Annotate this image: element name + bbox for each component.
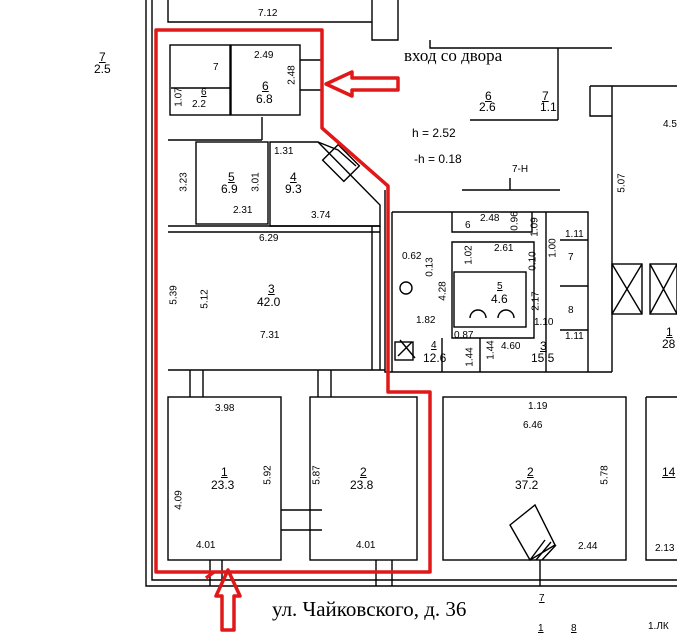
room-7-number: 7 [213, 62, 219, 73]
dim: 0.13 [424, 257, 436, 277]
dim: 3.01 [250, 172, 262, 192]
dim: 1.11 [565, 331, 584, 342]
dim: 5.12 [199, 289, 211, 309]
dim: 2.61 [494, 243, 514, 254]
dim: 4.01 [356, 540, 376, 551]
dim: 4.60 [501, 341, 521, 352]
dim: 8 [571, 623, 577, 634]
dim: 4.01 [196, 540, 216, 551]
room-3-area: 42.0 [257, 295, 281, 309]
room-b6-number: 6 [465, 220, 471, 231]
dim: 1.82 [416, 315, 436, 326]
room-b5-area: 4.6 [491, 292, 508, 306]
room-1-number: 1 [221, 465, 228, 479]
dim: 1.07 [173, 87, 185, 107]
walls [145, 0, 677, 587]
dim: 2.44 [578, 541, 598, 552]
room-b4-number: 4 [431, 340, 437, 351]
yard-7-area: 1.1 [540, 100, 557, 114]
yard-6-number: 6 [485, 89, 492, 103]
dim: 5.07 [616, 173, 628, 193]
dim: 5.87 [311, 465, 323, 485]
east-1-area: 28 [662, 337, 676, 351]
street-arrow [214, 568, 242, 632]
dim: 2.49 [254, 50, 274, 61]
dim: 1.44 [485, 340, 497, 360]
room-4-number: 4 [290, 170, 297, 184]
access-route [154, 28, 432, 580]
dim: 1.ЛК [648, 621, 669, 632]
dim: 6.29 [259, 233, 279, 244]
dim: 0.96 [509, 211, 521, 231]
dim: 0.87 [454, 330, 474, 341]
yard-7-number: 7 [542, 89, 549, 103]
room-6b-number: 6 [201, 87, 207, 98]
height-note: h = 2.52 [412, 126, 456, 140]
depth-note: -h = 0.18 [414, 152, 462, 166]
dim: 5.39 [168, 285, 180, 305]
east-1-number: 1 [666, 325, 673, 339]
dim: 1.11 [565, 229, 584, 240]
room-6b-area: 2.2 [192, 99, 206, 110]
left-7-area: 2.5 [94, 62, 111, 76]
room-5-area: 6.9 [221, 182, 238, 196]
dim: 0.62 [402, 251, 422, 262]
dim: 1.02 [463, 245, 475, 265]
room-6-area: 6.8 [256, 92, 273, 106]
dim: 1 [538, 623, 544, 634]
room-b5-number: 5 [497, 281, 503, 292]
dim: 7.31 [260, 330, 280, 341]
entrance-label: вход со двора [404, 46, 503, 65]
dim: 1.10 [534, 317, 554, 328]
dim: 1.00 [547, 238, 559, 258]
room-1-area: 23.3 [211, 478, 235, 492]
dim: 3.98 [215, 403, 235, 414]
dim: 2.48 [480, 213, 500, 224]
dim: 7 [539, 593, 545, 604]
dim: 4.09 [173, 490, 185, 510]
room-2-area: 23.8 [350, 478, 374, 492]
dim: 1.44 [464, 347, 476, 367]
dim: 3.23 [178, 172, 190, 192]
dim: 5.92 [262, 465, 274, 485]
room-3-number: 3 [268, 282, 275, 296]
room-b8-number: 8 [568, 305, 574, 316]
dim: 2.17 [530, 291, 542, 311]
dim: 4.28 [437, 281, 449, 301]
dim: 0.10 [527, 251, 539, 271]
dim: 1.09 [529, 217, 541, 237]
entrance-arrow [324, 70, 400, 98]
left-7-number: 7 [99, 50, 106, 64]
east-14-number: 14 [662, 465, 676, 479]
stair-label: 7-Н [512, 164, 529, 175]
dim: 1.19 [528, 401, 548, 412]
room-4-area: 9.3 [285, 182, 302, 196]
room-b3-number: 3 [540, 339, 547, 353]
room-b4-area: 12.6 [423, 351, 447, 365]
dim: 2.48 [286, 65, 298, 85]
dim: 1.31 [274, 146, 294, 157]
room-6-number: 6 [262, 79, 269, 93]
room-b2-area: 37.2 [515, 478, 539, 492]
dim: 2.31 [233, 205, 253, 216]
dim: 4.5 [663, 119, 677, 130]
room-b7-number: 7 [568, 252, 574, 263]
dim: 6.46 [523, 420, 543, 431]
room-b3-area: 15.5 [531, 351, 555, 365]
room-5-number: 5 [228, 170, 235, 184]
dim: 5.78 [599, 465, 611, 485]
room-2-number: 2 [360, 465, 367, 479]
yard-6-area: 2.6 [479, 100, 496, 114]
dim: 3.74 [311, 210, 331, 221]
room-b2-number: 2 [527, 465, 534, 479]
street-label: ул. Чайковского, д. 36 [272, 597, 467, 621]
dim: 2.13 [655, 543, 675, 554]
dim: 7.12 [258, 8, 278, 19]
